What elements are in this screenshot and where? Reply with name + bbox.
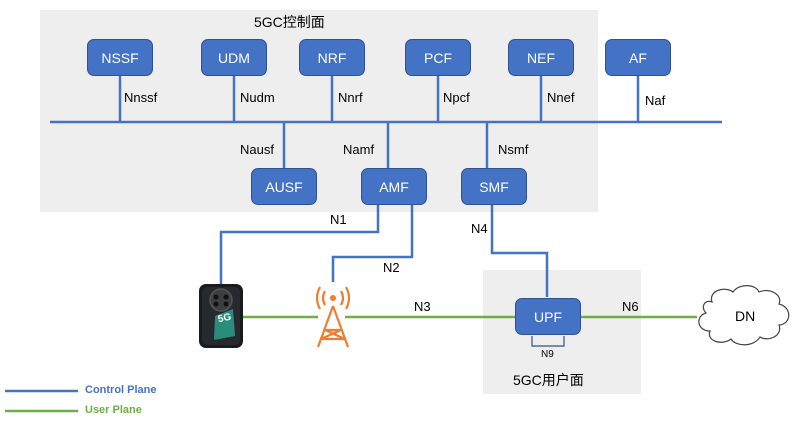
pcf-node: PCF [405, 39, 471, 76]
ue-phone-icon [199, 284, 243, 348]
nnrf-label: Nnrf [338, 90, 363, 105]
n1-label: N1 [330, 212, 347, 227]
amf-node: AMF [361, 168, 427, 205]
n2-link [331, 205, 414, 282]
smf-node: SMF [461, 168, 527, 205]
ausf-node: AUSF [251, 168, 317, 205]
nrf-node: NRF [299, 39, 365, 76]
n4-label: N4 [471, 221, 488, 236]
namf-label: Namf [343, 142, 375, 157]
dn-label: DN [735, 308, 756, 324]
nudm-label: Nudm [240, 90, 275, 105]
n9-label: N9 [541, 349, 554, 360]
nef-node: NEF [508, 39, 574, 76]
n3-label: N3 [414, 299, 431, 314]
user-plane-title: 5GC用户面 [513, 372, 584, 388]
upf-node: UPF [515, 298, 581, 335]
control-plane-title: 5GC控制面 [254, 14, 325, 30]
af-node: AF [605, 39, 671, 76]
nssf-node: NSSF [87, 39, 153, 76]
n9-loop [531, 336, 565, 347]
npcf-label: Npcf [443, 90, 470, 105]
n2-label: N2 [383, 260, 400, 275]
legend-control-label: Control Plane [85, 384, 157, 396]
n1-link [219, 205, 380, 287]
n6-label: N6 [622, 299, 639, 314]
nausf-label: Nausf [240, 142, 274, 157]
dn-cloud-icon [698, 285, 790, 346]
nnssf-label: Nnssf [124, 90, 158, 105]
legend-user-label: User Plane [85, 404, 142, 416]
udm-node: UDM [201, 39, 267, 76]
nsmf-label: Nsmf [498, 142, 529, 157]
n4-link [490, 205, 549, 297]
nnef-label: Nnef [547, 90, 575, 105]
naf-label: Naf [645, 93, 666, 108]
gnb-antenna-icon [315, 286, 351, 348]
